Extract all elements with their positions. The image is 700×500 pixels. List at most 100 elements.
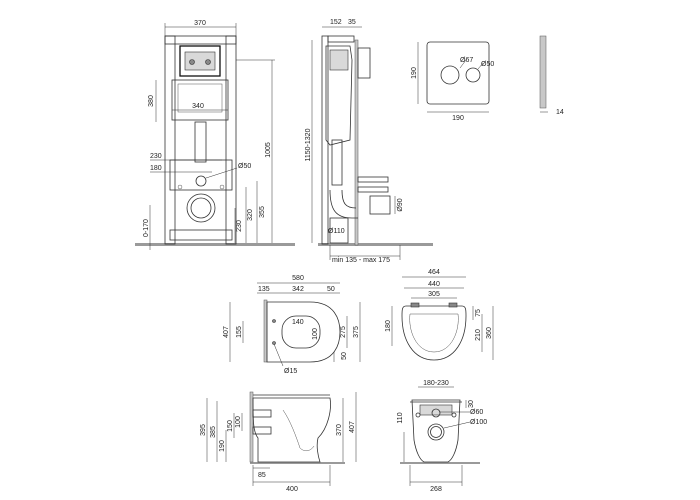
flush-plate-view: Ø67 Ø50 190 190 14 xyxy=(411,35,564,122)
bolt-right-front xyxy=(219,184,225,190)
bowl-hole-upper xyxy=(272,319,276,323)
dim-label-268: 268 xyxy=(430,486,442,493)
leader-d50 xyxy=(205,167,238,179)
dim-label-1150-1320: 1150-1320 xyxy=(305,128,312,161)
dim-label-190: 190 xyxy=(219,440,226,452)
bowl-outline-top xyxy=(266,301,341,363)
dim-label-100-side: 100 xyxy=(235,416,242,428)
bowl-top-view: 580 135 342 50 140 100 407 155 275 375 5… xyxy=(223,275,361,375)
dim-label-180-230: 180-230 xyxy=(423,380,449,387)
seat-hinge-right xyxy=(448,302,458,308)
side-bolt-lower xyxy=(357,186,389,193)
dim-label-100-top: 100 xyxy=(312,328,319,340)
leader-d100 xyxy=(443,421,471,429)
wall-section-bowl-side xyxy=(249,391,254,463)
back-outlet-outer xyxy=(427,423,445,441)
dim-label-85: 85 xyxy=(258,472,266,479)
dim-label-plate-thickness: 14 xyxy=(556,109,564,116)
floor-line-bowl-back xyxy=(400,462,480,464)
flush-pipe xyxy=(194,121,207,163)
dim-label-135: 135 xyxy=(258,286,270,293)
bowl-back-outline xyxy=(411,399,461,463)
dim-label-plate-width: 190 xyxy=(452,115,464,122)
floor-line-front xyxy=(135,243,295,246)
dim-label-150: 150 xyxy=(227,420,234,432)
dim-label-plate-height: 190 xyxy=(411,67,418,79)
dim-label-50-top: 50 xyxy=(327,286,335,293)
dim-label-d50-plate: Ø50 xyxy=(481,61,494,68)
cistern-mechanism xyxy=(184,51,216,71)
dim-label-30: 30 xyxy=(468,400,475,408)
back-outlet-inner xyxy=(430,426,442,438)
dim-label-385: 385 xyxy=(210,426,217,438)
bowl-back-flange xyxy=(419,404,453,416)
dim-label-580: 580 xyxy=(292,275,304,282)
dim-label-d50: Ø50 xyxy=(238,163,251,170)
floor-line-side xyxy=(318,243,433,246)
dim-label-395: 395 xyxy=(200,424,207,436)
drain-connector-side xyxy=(369,195,391,215)
bowl-side-view: 395 385 190 150 100 370 407 85 400 xyxy=(200,391,357,493)
dim-label-464: 464 xyxy=(428,269,440,276)
dim-label-370: 370 xyxy=(336,424,343,436)
bowl-side-trap xyxy=(282,409,315,451)
cistern-opening xyxy=(179,45,221,77)
drain-inner-front xyxy=(190,197,212,219)
side-top-bracket xyxy=(327,35,355,43)
dim-label-d90: Ø90 xyxy=(397,198,404,211)
dim-label-110: 110 xyxy=(397,412,404,423)
flush-button-small xyxy=(465,67,481,83)
dim-label-340: 340 xyxy=(192,103,204,110)
dim-label-155: 155 xyxy=(236,326,243,338)
leader-d50-plate xyxy=(477,62,484,70)
side-frame-upright xyxy=(321,35,329,245)
dim-label-407-side: 407 xyxy=(349,421,356,433)
dim-label-355: 355 xyxy=(259,206,266,218)
dim-label-400: 400 xyxy=(286,486,298,493)
dim-label-d67: Ø67 xyxy=(460,57,473,64)
bolt-bar xyxy=(169,159,233,191)
bolt-left-front xyxy=(177,184,183,190)
cistern-side-top xyxy=(329,49,349,71)
side-flush-pipe xyxy=(331,139,343,186)
seat-outline xyxy=(401,305,467,361)
dim-label-375: 375 xyxy=(353,326,360,338)
dim-label-370: 370 xyxy=(194,20,206,27)
floor-line-bowl-side xyxy=(250,462,345,464)
wall-section-bowl-top xyxy=(263,299,268,363)
seat-inner-outline xyxy=(409,313,459,353)
dim-label-50-bottom: 50 xyxy=(341,352,348,360)
front-frame-view: 370 380 340 230 180 Ø50 1005 355 320 230… xyxy=(135,20,295,250)
seat-hinge-left xyxy=(410,302,420,308)
cistern-panel xyxy=(177,83,223,113)
seat-top-view: 464 440 305 180 75 210 360 xyxy=(385,269,494,361)
frame-top-bar xyxy=(164,35,237,45)
dim-label-440: 440 xyxy=(428,281,440,288)
dim-label-230-v: 230 xyxy=(236,220,243,232)
flush-plate-mount-side xyxy=(357,47,371,79)
plate-side-section xyxy=(539,35,547,109)
dim-label-380: 380 xyxy=(148,95,155,107)
drain-elbow-side xyxy=(329,189,358,219)
leader-d15 xyxy=(273,343,284,367)
dim-label-75: 75 xyxy=(475,309,482,317)
drain-outer-front xyxy=(186,193,216,223)
dim-label-140: 140 xyxy=(292,319,304,326)
drain-pipe-lower xyxy=(329,217,349,244)
back-outlet-upper xyxy=(431,408,441,418)
dim-label-1005: 1005 xyxy=(265,142,272,158)
dim-label-35: 35 xyxy=(348,19,356,26)
pipe-outlet-front xyxy=(195,175,207,187)
dim-label-275: 275 xyxy=(340,326,347,338)
dim-label-d110: Ø110 xyxy=(328,228,345,235)
leader-d67 xyxy=(459,59,467,69)
dim-label-360: 360 xyxy=(486,327,493,339)
dim-label-320: 320 xyxy=(247,209,254,221)
dim-label-152: 152 xyxy=(330,19,342,26)
dim-label-230-h: 230 xyxy=(150,153,162,160)
dim-label-180-seat: 180 xyxy=(385,320,392,332)
flush-plate-face xyxy=(426,41,490,105)
dim-label-342: 342 xyxy=(292,286,304,293)
frame-left-upright xyxy=(164,35,176,245)
valve-left xyxy=(189,59,195,65)
